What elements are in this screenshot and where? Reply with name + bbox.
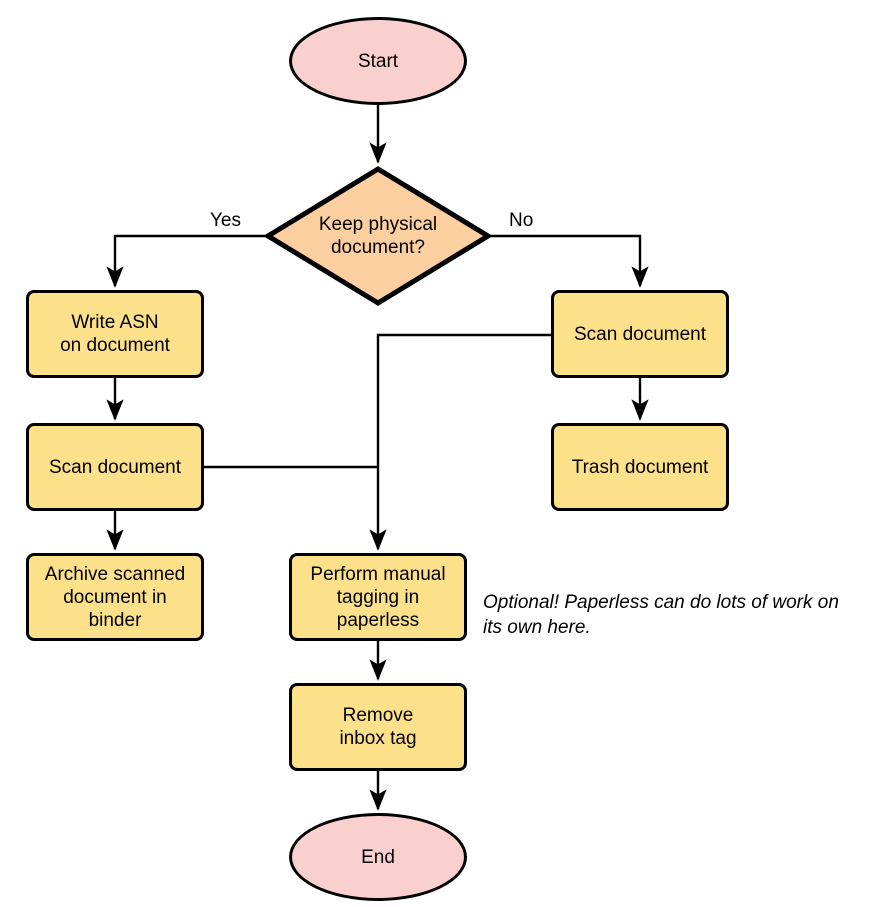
node-write-asn-on-document-label: Write ASN on document bbox=[60, 311, 170, 357]
node-scan-document-left[interactable]: Scan document bbox=[26, 423, 204, 511]
node-remove-inbox-tag-line2: inbox tag bbox=[339, 728, 417, 749]
node-archive-line1: Archive scanned bbox=[44, 563, 186, 585]
node-archive-scanned-document-in-binder-label: Archive scanned document in binder bbox=[45, 563, 185, 632]
node-scan-document-right[interactable]: Scan document bbox=[551, 290, 729, 378]
node-perform-manual-tagging-in-paperless[interactable]: Perform manual tagging in paperless bbox=[289, 553, 467, 641]
node-write-asn-on-document-line1: Write ASN bbox=[71, 312, 159, 333]
node-end[interactable]: End bbox=[289, 813, 467, 901]
node-keep-physical-document-label: Keep physical document? bbox=[319, 213, 437, 259]
node-keep-physical-document-line1: Keep physical bbox=[318, 214, 438, 235]
edge-decision-to-scan-right bbox=[491, 234, 649, 288]
node-keep-physical-document-line2: document? bbox=[330, 237, 425, 258]
optional-note-line1: Optional! Paperless can do lots of work … bbox=[483, 592, 839, 613]
node-scan-document-right-label: Scan document bbox=[573, 323, 707, 345]
node-remove-inbox-tag-label: Remove inbox tag bbox=[339, 704, 416, 750]
optional-note-line2: its own here. bbox=[483, 617, 591, 638]
node-archive-scanned-document-in-binder[interactable]: Archive scanned document in binder bbox=[26, 553, 204, 641]
node-manual-tagging-line3: paperless bbox=[336, 609, 420, 631]
edge-label-yes: Yes bbox=[210, 210, 241, 231]
node-manual-tagging-line2: tagging in bbox=[336, 586, 420, 608]
node-trash-document-label: Trash document bbox=[571, 456, 709, 478]
diamond-shape-icon bbox=[265, 166, 491, 306]
edge-scan-right-to-manual-tagging bbox=[369, 333, 551, 551]
node-start[interactable]: Start bbox=[289, 17, 467, 105]
node-end-label: End bbox=[361, 846, 395, 868]
node-archive-line2: document in bbox=[63, 586, 167, 608]
node-write-asn-on-document-line2: on document bbox=[60, 335, 170, 356]
node-remove-inbox-tag[interactable]: Remove inbox tag bbox=[289, 683, 467, 771]
node-write-asn-on-document[interactable]: Write ASN on document bbox=[26, 290, 204, 378]
node-keep-physical-document[interactable]: Keep physical document? bbox=[265, 166, 491, 306]
node-perform-manual-tagging-label: Perform manual tagging in paperless bbox=[310, 563, 445, 632]
node-scan-document-left-label: Scan document bbox=[48, 456, 182, 478]
edge-label-no: No bbox=[509, 210, 534, 231]
node-start-label: Start bbox=[357, 50, 399, 72]
node-archive-line3: binder bbox=[88, 609, 142, 631]
node-trash-document[interactable]: Trash document bbox=[551, 423, 729, 511]
optional-note: Optional! Paperless can do lots of work … bbox=[483, 590, 883, 640]
node-manual-tagging-line1: Perform manual bbox=[310, 563, 446, 585]
node-remove-inbox-tag-line1: Remove bbox=[342, 705, 414, 726]
edge-decision-to-write-asn bbox=[106, 234, 265, 288]
